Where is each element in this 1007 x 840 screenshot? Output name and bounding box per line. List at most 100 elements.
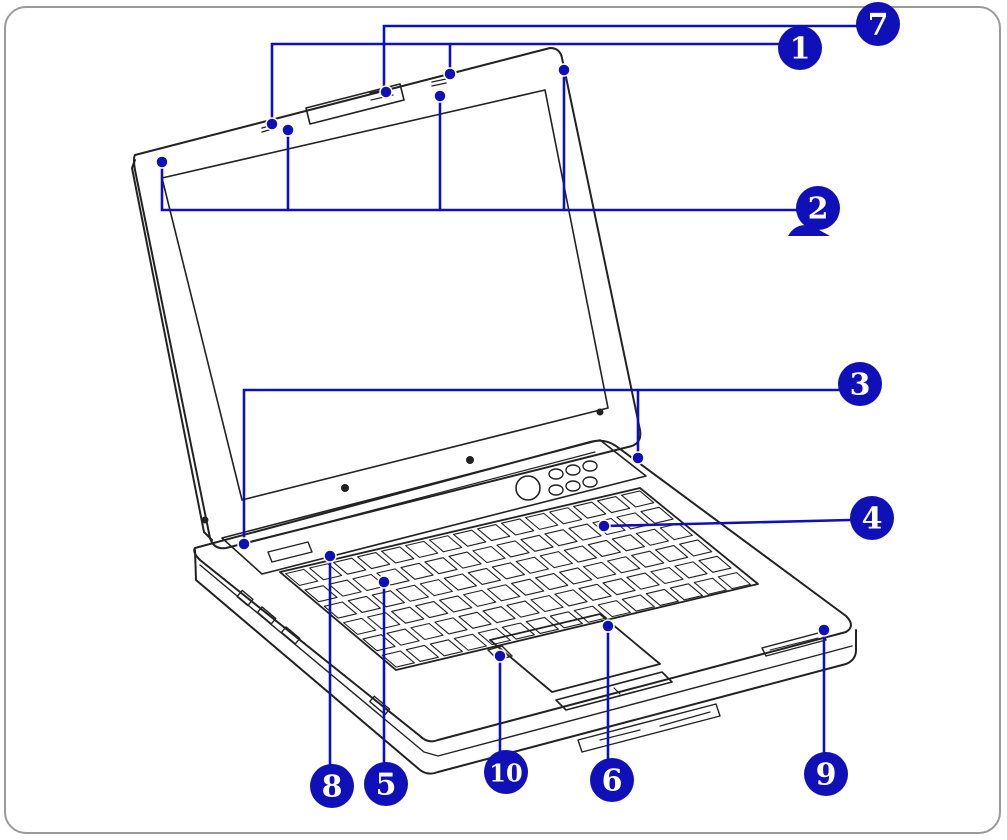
keyboard-key: [362, 634, 396, 652]
keyboard-key: [410, 622, 444, 641]
callout-dot: [379, 85, 393, 99]
keyboard-key: [530, 594, 564, 613]
keyboard-key: [693, 577, 727, 595]
keyboard-key: [439, 595, 473, 613]
callout-dot: [601, 619, 615, 633]
callout-dot: [377, 575, 391, 589]
keyboard-key: [415, 601, 449, 619]
keyboard-key: [453, 529, 487, 547]
keyboard-key: [443, 573, 477, 591]
callout-label-9: 9: [816, 758, 837, 793]
callout-badge-7: 7: [856, 2, 900, 46]
keyboard-key: [395, 584, 429, 602]
keyboard-key: [559, 567, 593, 585]
keyboard-key: [539, 551, 573, 569]
keyboard-key: [333, 557, 367, 575]
callout-label-8: 8: [322, 770, 343, 805]
keyboard-key: [679, 539, 713, 557]
callout-dot: [237, 537, 251, 551]
keyboard-key: [515, 556, 549, 574]
callout-badge-5: 5: [364, 762, 408, 806]
lid-outer: [133, 47, 642, 550]
callout-dot: [323, 549, 337, 563]
leader-line-7: [382, 24, 860, 94]
keyboard-key: [496, 540, 530, 558]
keyboard-key: [501, 518, 535, 536]
keyboard-key: [448, 551, 482, 569]
callout-dot: [155, 155, 169, 169]
keyboard-key: [549, 507, 583, 525]
keyboard-key: [357, 552, 391, 570]
screen-panel: [161, 89, 609, 501]
callout-label-7: 7: [868, 8, 889, 43]
keyboard-key: [578, 583, 612, 601]
keyboard-key: [525, 512, 559, 530]
keyboard-key: [640, 506, 674, 524]
callout-dot: [817, 623, 831, 637]
callout-label-1: 1: [790, 32, 811, 67]
callout-dot: [265, 117, 279, 131]
laptop-illustration: [131, 47, 857, 775]
keyboard-key: [491, 562, 525, 580]
lid-edge: [131, 159, 213, 541]
keyboard-key: [323, 601, 357, 619]
keyboard-key: [391, 606, 425, 624]
keyboard-key: [717, 572, 751, 590]
leader-line-4: [602, 518, 852, 528]
keyboard-key: [669, 583, 703, 601]
leader-line-3: [242, 388, 842, 546]
base-side: [194, 549, 857, 775]
keyboard-key: [554, 589, 588, 607]
keyboard-key: [597, 496, 631, 514]
keyboard-key: [405, 644, 439, 662]
base-deck: [193, 439, 852, 743]
keyboard-key: [573, 501, 607, 519]
callout-lines: [160, 24, 860, 772]
callout-label-6: 6: [602, 764, 623, 799]
callout-badge-3: 3: [838, 362, 882, 406]
keyboard-key: [511, 578, 545, 596]
callout-label-2: 2: [808, 192, 829, 227]
keyboard-key: [621, 594, 655, 612]
keyboard-key: [626, 572, 660, 590]
keyboard-key: [467, 567, 501, 585]
keyboard-key: [419, 579, 453, 597]
keyboard-key: [309, 563, 343, 581]
keyboard-key: [487, 584, 521, 602]
keyboard-key: [429, 535, 463, 553]
keyboard-key: [544, 529, 578, 547]
callout-label-10: 10: [489, 759, 522, 788]
callout-label-3: 3: [850, 368, 871, 403]
keyboard-key: [482, 606, 516, 624]
keyboard-key: [386, 628, 420, 646]
keyboard-key: [477, 628, 511, 646]
callout-label-5: 5: [376, 768, 397, 803]
keyboard-key: [458, 611, 492, 629]
keyboard-key: [655, 545, 689, 563]
callout-badge-6: 6: [590, 758, 634, 802]
keyboard-key: [405, 540, 439, 558]
keyboard-key: [506, 600, 540, 618]
callout-badge-1: 1: [778, 26, 822, 70]
keyboard-key: [650, 566, 684, 585]
keyboard-key: [429, 639, 463, 657]
callout-dot: [631, 451, 645, 465]
keyboard-key: [453, 633, 487, 651]
callout-label-4: 4: [862, 502, 883, 537]
keyboard-key: [285, 568, 319, 586]
callout-badge-8: 8: [310, 764, 354, 808]
keyboard-key: [535, 573, 569, 591]
keyboard-key: [367, 612, 401, 630]
keyboard-key: [602, 578, 636, 596]
callout-badge-4: 4: [850, 496, 894, 540]
keyboard-key: [434, 617, 468, 635]
keyboard-key: [424, 557, 458, 575]
callout-badge-2: 2: [788, 186, 840, 236]
keyboard-key: [597, 600, 631, 618]
keyboard-key: [381, 546, 415, 564]
keyboard-key: [621, 490, 655, 508]
keyboard-key: [563, 545, 597, 563]
keyboard-key: [631, 550, 665, 568]
callout-badges: 1 7 2 3 4 8 5 10: [310, 2, 900, 808]
